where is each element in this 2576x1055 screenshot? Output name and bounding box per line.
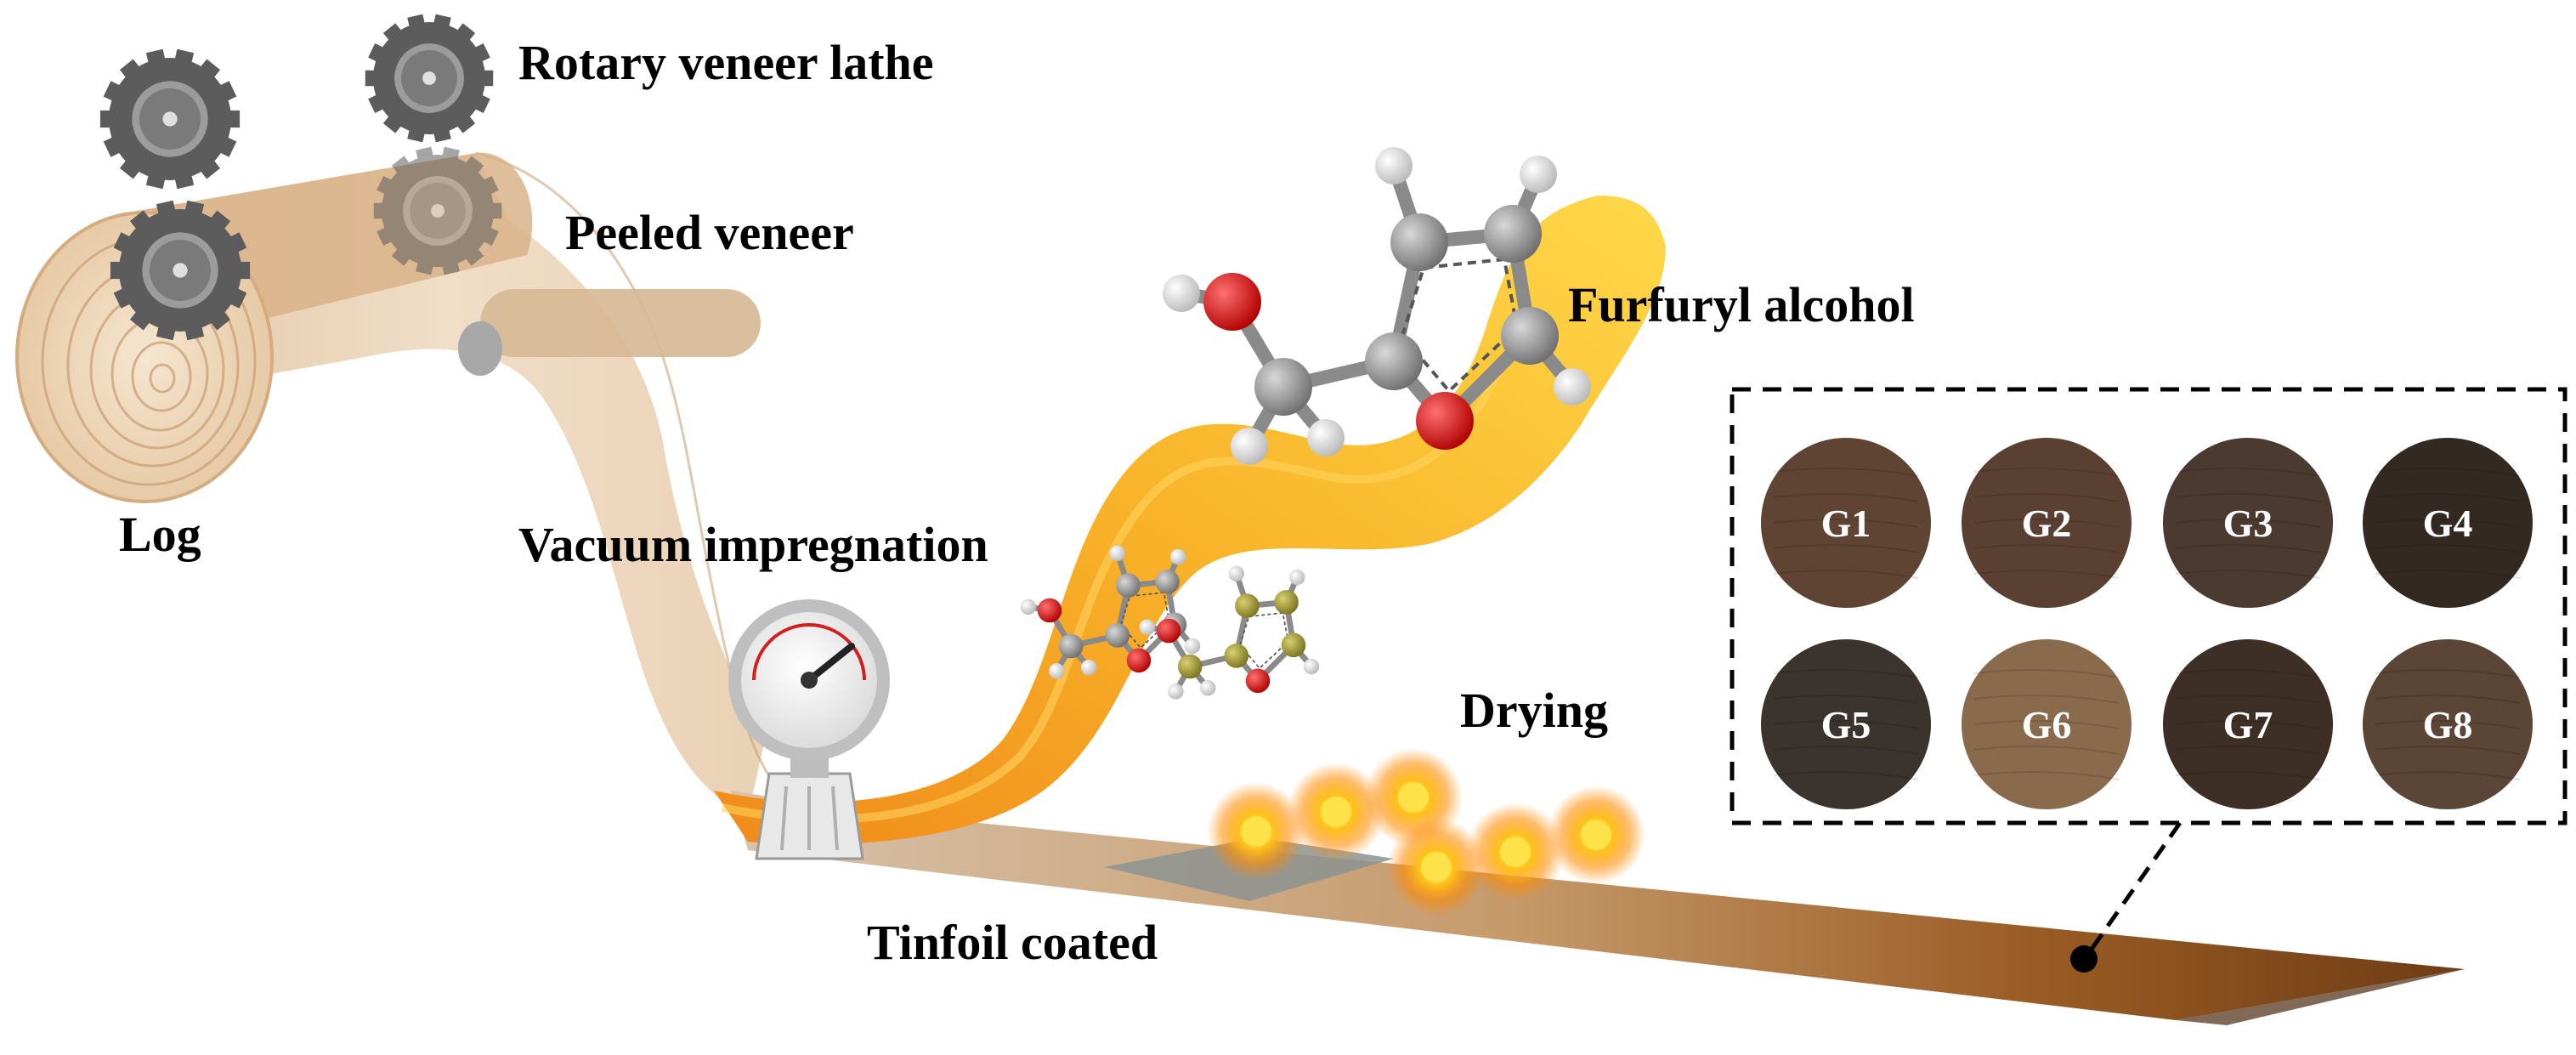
sample-label: G2 [2022,502,2072,545]
gear-icon [110,200,251,341]
sample-label: G1 [1821,502,1871,545]
sample-label: G5 [1821,703,1871,746]
gear-icon [365,14,494,143]
sample-g8: G8 [2363,639,2533,809]
heat-glow-icon [1466,803,1565,901]
leader-line [2070,821,2183,973]
gear-icon [99,48,241,190]
furfuryl-alcohol-label: Furfuryl alcohol [1568,277,1915,332]
furfuryl-alcohol-molecule-small-2 [1139,565,1320,700]
peeled-veneer-label: Peeled veneer [565,205,854,260]
vacuum-impregnation-label: Vacuum impregnation [518,517,988,572]
sample-g1: G1 [1761,438,1931,608]
furfuryl-alcohol-molecule [1020,147,1591,700]
pressure-gauge-icon [728,599,890,860]
sample-label: G7 [2223,703,2273,746]
sample-label: G4 [2423,502,2473,545]
tinfoil-coated-label: Tinfoil coated [867,915,1158,970]
heat-glow-icon [1547,786,1645,884]
sample-disc [2363,438,2533,608]
heat-glow-icon [1387,818,1486,916]
gear-icon [99,14,502,341]
gear-icon [373,146,502,275]
sample-disc [1962,639,2132,809]
roller-bar [458,289,761,376]
sample-disc [1962,438,2132,608]
sample-g7: G7 [2163,639,2333,809]
sample-disc [1761,639,1931,809]
sample-g4: G4 [2363,438,2533,608]
rotary-lathe-label: Rotary veneer lathe [518,35,934,90]
heat-glow-icons [1207,748,1645,916]
sample-label: G3 [2223,502,2273,545]
sample-label: G8 [2423,703,2473,746]
sample-g6: G6 [1962,639,2132,809]
sample-disc [2363,639,2533,809]
drying-label: Drying [1460,683,1608,738]
furfuryl-alcohol-molecule-large [1163,147,1591,465]
sample-disc [2163,438,2333,608]
sample-g5: G5 [1761,639,1931,809]
furfuryl-resin-wave [714,196,1666,845]
sample-disc [2163,639,2333,809]
log-label: Log [119,507,201,562]
veneer-strip [731,791,2465,1020]
sample-disc [1761,438,1931,608]
sample-label: G6 [2022,703,2072,746]
heat-glow-icon [1287,763,1385,861]
heat-glow-icon [1207,782,1305,881]
sample-g2: G2 [1962,438,2132,608]
sample-g3: G3 [2163,438,2333,608]
